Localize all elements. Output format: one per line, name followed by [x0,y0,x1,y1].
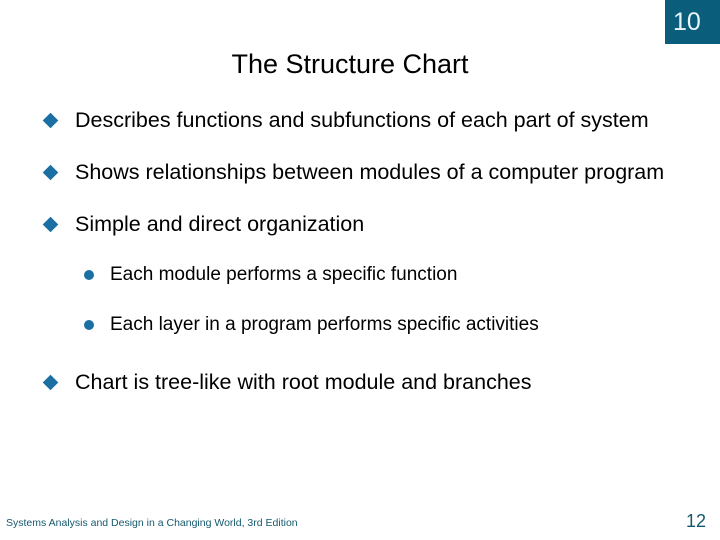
bullet-text: Describes functions and subfunctions of … [75,108,649,132]
circle-bullet-icon [84,270,94,280]
bullet-item: Chart is tree-like with root module and … [0,368,720,396]
diamond-bullet-icon [42,216,59,233]
bullet-text: Chart is tree-like with root module and … [75,370,532,394]
bullet-item: Simple and direct organization [0,210,720,238]
bullet-text: Shows relationships between modules of a… [75,160,665,184]
footer-page-number: 12 [686,511,707,531]
header-page-badge: 10 [665,0,720,44]
bullet-item: Describes functions and subfunctions of … [0,106,720,134]
diamond-bullet-icon [42,164,59,181]
footer-source-text: Systems Analysis and Design in a Changin… [6,517,298,529]
diamond-bullet-icon [42,374,59,391]
sub-bullet-text: Each module performs a specific function [110,264,458,285]
diamond-bullet-icon [42,112,59,129]
sub-bullet-item: Each layer in a program performs specifi… [0,312,720,338]
bullet-item: Shows relationships between modules of a… [0,158,720,186]
page-title: The Structure Chart [231,49,469,79]
sub-bullet-text: Each layer in a program performs specifi… [110,314,539,335]
sub-bullet-item: Each module performs a specific function [0,262,720,288]
circle-bullet-icon [84,320,94,330]
slide-body: Describes functions and subfunctions of … [0,106,720,414]
header-page-number: 10 [673,7,701,36]
bullet-text: Simple and direct organization [75,212,365,236]
